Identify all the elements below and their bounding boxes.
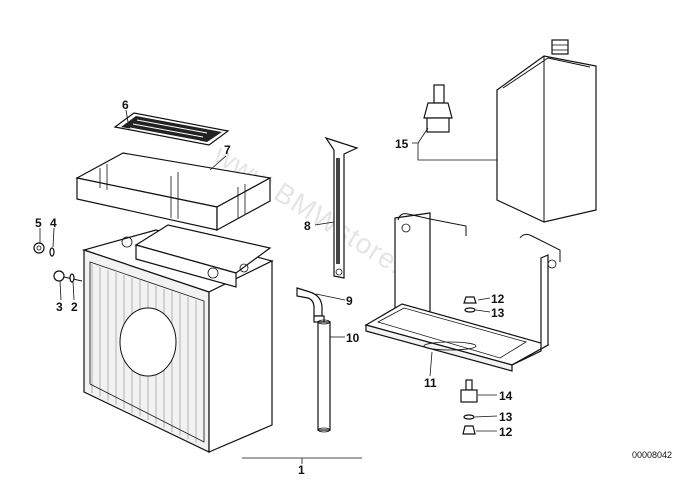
leader-lines <box>39 109 498 464</box>
part-battery-tray <box>364 212 561 372</box>
callout-7: 7 <box>224 143 231 157</box>
part-bolt-3 <box>53 270 83 282</box>
part-battery-cover <box>75 152 272 232</box>
callout-1: 1 <box>298 463 305 477</box>
callout-13-lower: 13 <box>499 410 513 424</box>
callout-13-upper: 13 <box>491 306 505 320</box>
callout-12-lower: 12 <box>499 425 513 439</box>
part-mat <box>113 112 230 146</box>
part-nut-12-upper <box>463 296 477 304</box>
part-washer-4 <box>49 247 55 257</box>
part-washer-13-upper <box>464 307 476 313</box>
part-washer-13-lower <box>463 414 475 420</box>
part-retaining-strap <box>324 136 359 279</box>
callout-3: 3 <box>56 300 63 314</box>
part-filler-cap <box>423 84 453 133</box>
callout-8: 8 <box>304 219 311 233</box>
part-fluid-container <box>496 39 597 223</box>
callout-10: 10 <box>346 331 360 345</box>
callout-2: 2 <box>71 300 78 314</box>
callout-5: 5 <box>35 216 42 230</box>
document-number: 00008042 <box>632 450 672 460</box>
part-vent-hose <box>296 287 331 433</box>
part-nut-5 <box>33 242 45 254</box>
callout-9: 9 <box>346 294 353 308</box>
part-washer-2 <box>69 273 75 283</box>
callout-4: 4 <box>50 216 57 230</box>
callout-14: 14 <box>499 389 513 403</box>
callout-11: 11 <box>424 376 437 390</box>
callout-6: 6 <box>122 98 129 112</box>
part-rubber-mount-14 <box>460 379 478 403</box>
callout-12-upper: 12 <box>491 292 505 306</box>
part-nut-12-lower <box>462 425 476 435</box>
part-battery <box>81 224 274 453</box>
callout-15: 15 <box>395 137 409 151</box>
